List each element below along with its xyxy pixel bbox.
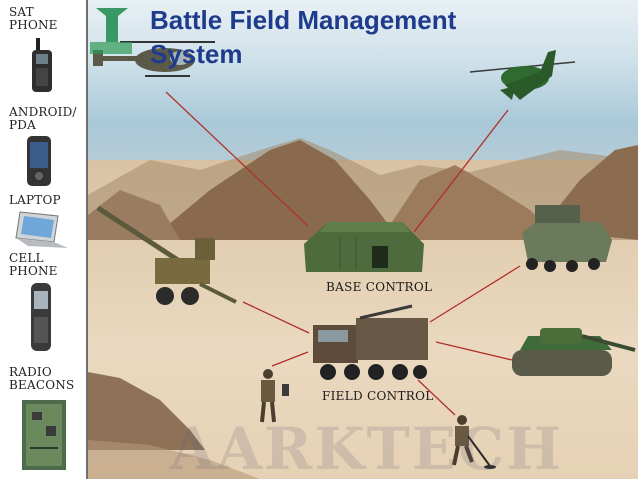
page-title: Battle Field Management System <box>150 5 457 69</box>
field-control-truck-icon <box>313 304 428 380</box>
helicopter-gunship-icon <box>469 50 576 100</box>
base-control-tent-icon <box>304 222 424 272</box>
device-sidebar: SAT PHONE ANDROID/ PDA LAPTOP CELL PHONE… <box>0 0 88 479</box>
laptop-icon <box>15 211 68 248</box>
mine-detector-soldier-icon <box>452 415 496 469</box>
rocks <box>88 372 205 450</box>
pda-icon <box>27 136 51 186</box>
mountains <box>88 138 638 240</box>
connection-lines <box>165 91 521 416</box>
link-tank-field <box>435 341 513 361</box>
helicopter-scout-icon <box>93 41 215 77</box>
link-mine-soldier-field <box>417 379 456 416</box>
soldier-with-device-icon <box>260 369 289 423</box>
link-apc-field <box>429 265 521 323</box>
link-gunship-base <box>413 109 509 233</box>
battle-tank-icon <box>512 328 636 376</box>
sidebar-item-laptop-label: LAPTOP <box>9 193 61 207</box>
sat-phone-icon <box>32 38 52 92</box>
watermark-text: AARKTECH <box>170 415 563 479</box>
sidebar-item-cell-phone-label: CELL PHONE <box>9 251 58 278</box>
sidebar-item-sat-phone-label: SAT PHONE <box>9 5 58 32</box>
radio-beacon-icon <box>22 400 66 470</box>
base-control-label: BASE CONTROL <box>326 280 433 294</box>
link-soldier-field <box>271 351 309 367</box>
field-control-label: FIELD CONTROL <box>322 389 434 403</box>
link-howitzer-field <box>242 301 310 334</box>
cell-phone-icon <box>31 283 51 351</box>
sidebar-item-pda-label: ANDROID/ PDA <box>9 105 77 132</box>
armored-vehicle-icon <box>522 205 612 272</box>
sidebar-item-radio-beacons-label: RADIO BEACONS <box>9 365 75 392</box>
aarktech-logo <box>90 8 132 54</box>
howitzer-artillery-icon <box>96 205 237 305</box>
link-helicopter-base <box>165 91 309 227</box>
